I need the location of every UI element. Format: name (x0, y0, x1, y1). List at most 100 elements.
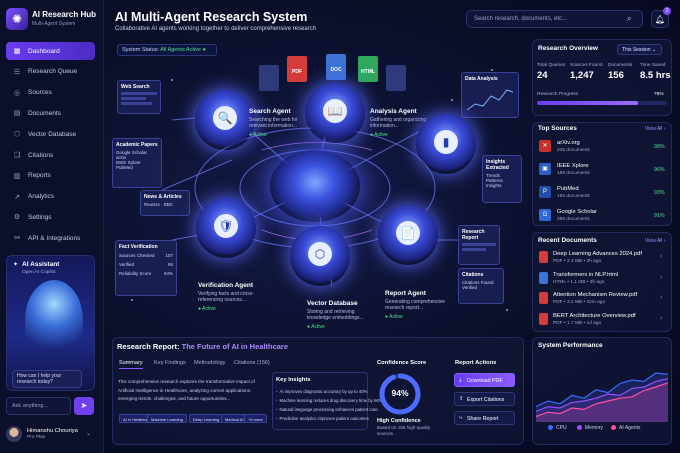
tab-methodology[interactable]: Methodology (194, 360, 226, 366)
performance-chart (536, 372, 668, 422)
card-item: PubMed (116, 165, 133, 170)
share-report-button[interactable]: ⤷Share Report (454, 411, 515, 425)
card-title: Web Search (121, 84, 150, 90)
agent-status-text: Active (202, 306, 216, 312)
sidebar-item-sources[interactable]: ◎Sources (6, 84, 95, 102)
document-name[interactable]: Deep Learning Advances 2024.pdf (553, 251, 642, 257)
sidebar: ✺ AI Research Hub Multi-Agent System ▦Da… (0, 0, 104, 453)
user-profile[interactable]: Himanshu Chouriya Pro Plan ⌄ (6, 423, 95, 445)
row-label: Citations Found (462, 280, 494, 285)
file-icon (259, 65, 279, 91)
tab-key-findings[interactable]: Key Findings (154, 360, 186, 366)
sidebar-item-dashboard[interactable]: ▦Dashboard (6, 42, 95, 60)
document-name[interactable]: Transformers in NLP.html (553, 271, 619, 278)
web-search-card: Web Search (117, 80, 161, 114)
search-icon[interactable]: ⌕ (627, 14, 632, 23)
tab-citations[interactable]: Citations (156) (234, 360, 270, 366)
row-value: 94% (163, 271, 173, 276)
chevron-right-icon[interactable]: › (660, 294, 663, 301)
view-all-label: View All (645, 126, 663, 132)
download-pdf-button[interactable]: ⤓ Download PDF (454, 373, 515, 387)
agent-status: ● Active (198, 306, 216, 312)
card-item: Trends (486, 173, 500, 178)
card-item: BBC (163, 202, 174, 207)
source-name[interactable]: arXiv.org (557, 140, 580, 146)
export-citations-button[interactable]: ⇪Export Citations (454, 392, 515, 406)
insight-item: Natural language processing enhances pat… (276, 407, 378, 412)
report-agent-node[interactable]: 📄 (378, 205, 438, 265)
stat-label: Total Queries (537, 63, 566, 68)
send-icon[interactable]: ➤ (74, 397, 94, 415)
view-all-link[interactable]: View All › (645, 238, 666, 244)
sidebar-item-label: API & Integrations (28, 234, 81, 242)
ai-assistant-card[interactable]: ✦ AI Assistant Open AI Copilot How can I… (6, 255, 95, 391)
sidebar-item-label: Documents (28, 109, 61, 117)
chevron-right-icon[interactable]: › (660, 253, 663, 260)
card-item: Google Scholar (116, 150, 148, 155)
tab-summary[interactable]: Summary (119, 360, 143, 369)
gear-icon: ⚙ (13, 214, 21, 222)
sidebar-item-documents[interactable]: ▤Documents (6, 104, 95, 122)
topic-tag[interactable]: Machine Learning (147, 414, 187, 423)
source-score: 98% (654, 144, 665, 150)
search-input[interactable]: Search research, documents, etc... (466, 10, 643, 28)
sidebar-item-reports[interactable]: ▥Reports (6, 167, 95, 185)
assistant-prompt: How can I help your research today? (12, 370, 82, 388)
sidebar-item-citations[interactable]: ❏Citations (6, 146, 95, 164)
row-label: Sources Checked (119, 253, 155, 258)
mini-line-chart (466, 89, 514, 111)
download-icon: ⤓ (459, 377, 462, 383)
chevron-down-icon: ⌄ (86, 431, 92, 437)
sidebar-item-research-queue[interactable]: ☰Research Queue (6, 63, 95, 81)
legend-item: AI Agents (611, 425, 640, 431)
topic-tag[interactable]: +5 more (244, 414, 267, 423)
button-label: Download PDF (467, 377, 503, 384)
doc-doc-icon: DOC (326, 54, 346, 80)
ask-input[interactable]: Ask anything... (6, 397, 71, 415)
sidebar-item-vector-database[interactable]: ⬡Vector Database (6, 125, 95, 143)
sidebar-item-label: Citations (28, 151, 54, 159)
app-name: AI Research Hub (32, 10, 97, 19)
sidebar-item-label: Settings (28, 213, 52, 221)
verification-agent-node[interactable]: 🛡 (196, 198, 256, 258)
agent-status: ● Active (249, 132, 267, 138)
document-name[interactable]: Attention Mechanism Review.pdf (553, 292, 638, 298)
period-select[interactable]: This Session ⌄ (617, 44, 662, 55)
source-name[interactable]: IEEE Xplore (557, 163, 589, 169)
file-icon (386, 65, 406, 91)
source-score: 96% (654, 167, 665, 173)
sidebar-item-api-integrations[interactable]: ⚯API & Integrations (6, 229, 95, 247)
row-label: Reliability Score (119, 271, 152, 276)
insight-item: Machine learning reduces drug discovery … (276, 398, 383, 403)
source-score: 93% (654, 190, 665, 196)
sidebar-item-settings[interactable]: ⚙ Settings (6, 208, 95, 226)
progress-value: 78% (654, 92, 664, 97)
agent-name: Report Agent (385, 290, 426, 297)
vector-database-node[interactable]: ⬡ (290, 226, 350, 286)
bar-chart-icon: ▮ (434, 130, 458, 154)
search-agent-node[interactable]: 🔍 (195, 90, 255, 150)
agent-status-text: Active (374, 132, 388, 138)
assistant-title: AI Assistant (22, 261, 60, 268)
sparkle-icon: ✦ (13, 262, 19, 268)
brain-logo-icon: ✺ (6, 8, 28, 30)
topic-tag[interactable]: Deep Learning (189, 414, 224, 423)
analytics-node[interactable]: ▮ (416, 114, 476, 174)
panel-title: Research Overview (538, 45, 598, 52)
card-item: IEEE Xplore (116, 160, 141, 165)
source-name[interactable]: Google Scholar (557, 209, 597, 215)
source-name[interactable]: PubMed (557, 186, 579, 192)
status-dot-icon: ● (202, 47, 206, 53)
source-logo-icon: P (539, 186, 551, 198)
sidebar-item-analytics[interactable]: ↗Analytics (6, 188, 95, 206)
row-value: 107 (165, 253, 173, 258)
agent-desc: Storing and retrieving knowledge embeddi… (307, 309, 364, 321)
chevron-right-icon[interactable]: › (660, 314, 663, 322)
document-name[interactable]: BERT Architecture Overview.pdf (553, 312, 636, 319)
chevron-right-icon[interactable]: › (660, 273, 663, 281)
view-all-link[interactable]: View All › (645, 126, 666, 132)
sidebar-item-label: Analytics (28, 193, 55, 201)
analysis-agent-node[interactable]: 📖 (305, 83, 365, 143)
confidence-gauge (379, 373, 421, 415)
